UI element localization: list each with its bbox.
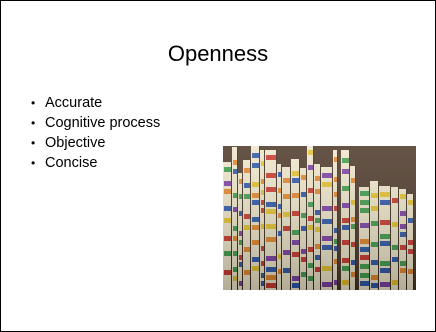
bullet-dot-icon: • [31,156,36,170]
bullet-item: •Accurate [31,95,103,111]
file-folders-illustration [223,146,416,290]
bullet-item: •Objective [31,135,106,151]
file-folders-photo [223,146,416,290]
bullet-list: •Accurate •Cognitive process •Objective … [31,93,160,173]
slide-title: Openness [167,41,269,66]
bullet-item: •Cognitive process [31,115,161,131]
bullet-dot-icon: • [31,136,36,150]
bullet-item: •Concise [31,155,98,171]
bullet-dot-icon: • [31,116,36,130]
bullet-dot-icon: • [31,96,36,110]
